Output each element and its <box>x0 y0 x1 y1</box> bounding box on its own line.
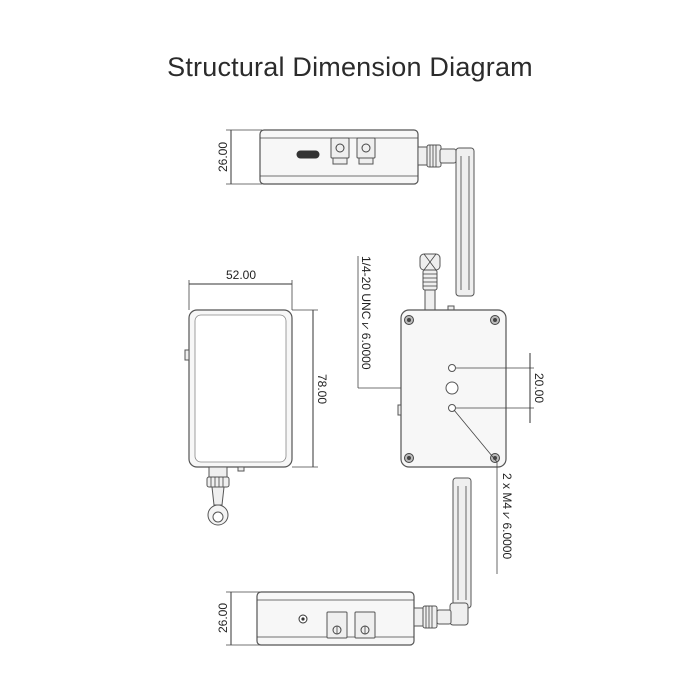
dim-height-bottom: 26.00 <box>216 603 230 633</box>
connector-left <box>330 137 350 165</box>
tripod-mount-label: 1/4-20 UNC ⩗ 6.0000 <box>359 256 373 370</box>
antenna-bottom <box>452 477 472 609</box>
bottom-side-view: 26.00 <box>216 477 472 646</box>
antenna-top <box>455 147 475 297</box>
dim-height-top: 26.00 <box>216 142 230 172</box>
dim-width: 52.00 <box>226 268 256 282</box>
usb-c-port <box>296 150 320 159</box>
connector-right <box>356 137 376 165</box>
diagram-title: Structural Dimension Diagram <box>167 52 533 82</box>
top-side-view: 26.00 <box>216 129 475 297</box>
back-view: 1/4-20 UNC ⩗ 6.0000 20.00 <box>357 253 546 574</box>
dim-length: 78.00 <box>315 374 329 404</box>
screw-holes-label: 2 x M4 ⩗ 6.0000 <box>500 473 514 559</box>
connector-bottom-right <box>354 611 376 639</box>
front-view: 52.00 78.00 <box>184 268 329 526</box>
connector-bottom-left <box>326 611 348 639</box>
dim-hole-spacing: 20.00 <box>532 373 546 403</box>
